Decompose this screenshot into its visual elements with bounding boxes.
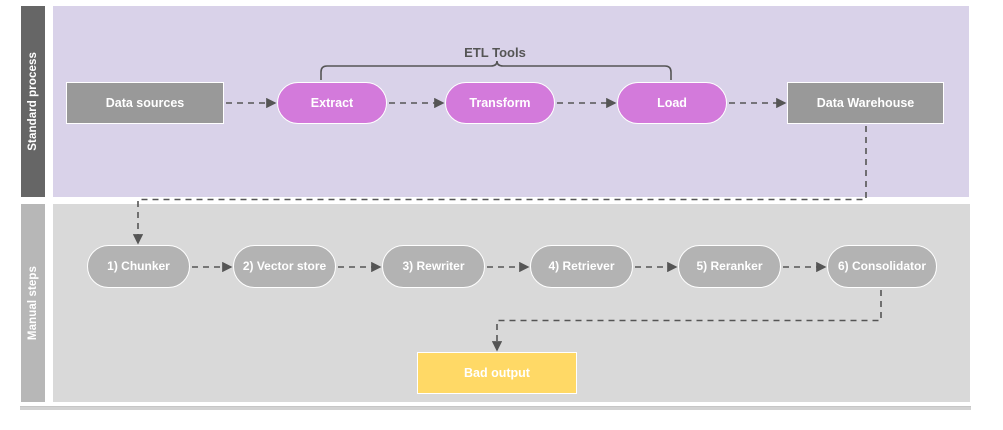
node-transform[interactable]: Transform — [445, 82, 555, 124]
node-rewriter-label: 3) Rewriter — [402, 259, 465, 274]
lane-band-manual-steps: Manual steps — [20, 203, 46, 403]
node-load[interactable]: Load — [617, 82, 727, 124]
node-chunker-label: 1) Chunker — [107, 259, 170, 274]
node-rewriter[interactable]: 3) Rewriter — [382, 245, 485, 288]
node-chunker[interactable]: 1) Chunker — [87, 245, 190, 288]
lane-band-standard-process: Standard process — [20, 5, 46, 198]
node-transform-label: Transform — [469, 95, 531, 110]
node-bad-output[interactable]: Bad output — [417, 352, 577, 394]
lane-label-manual-steps: Manual steps — [27, 265, 39, 341]
node-load-label: Load — [657, 95, 687, 110]
node-reranker[interactable]: 5) Reranker — [678, 245, 781, 288]
node-data-sources[interactable]: Data sources — [66, 82, 224, 124]
node-retriever-label: 4) Retriever — [548, 259, 615, 274]
node-data-sources-label: Data sources — [105, 95, 185, 110]
node-vector-store-label: 2) Vector store — [242, 259, 327, 274]
node-vector-store[interactable]: 2) Vector store — [233, 245, 336, 288]
lane-label-standard-process: Standard process — [27, 52, 39, 151]
node-data-warehouse-label: Data Warehouse — [816, 95, 915, 110]
node-extract-label: Extract — [310, 95, 354, 110]
node-bad-output-label: Bad output — [464, 365, 530, 380]
node-retriever[interactable]: 4) Retriever — [530, 245, 633, 288]
bottom-divider — [20, 406, 971, 410]
node-reranker-label: 5) Reranker — [696, 259, 763, 274]
node-consolidator[interactable]: 6) Consolidator — [827, 245, 937, 288]
node-extract[interactable]: Extract — [277, 82, 387, 124]
node-data-warehouse[interactable]: Data Warehouse — [787, 82, 944, 124]
etl-tools-label: ETL Tools — [464, 45, 526, 60]
node-consolidator-label: 6) Consolidator — [837, 259, 926, 274]
